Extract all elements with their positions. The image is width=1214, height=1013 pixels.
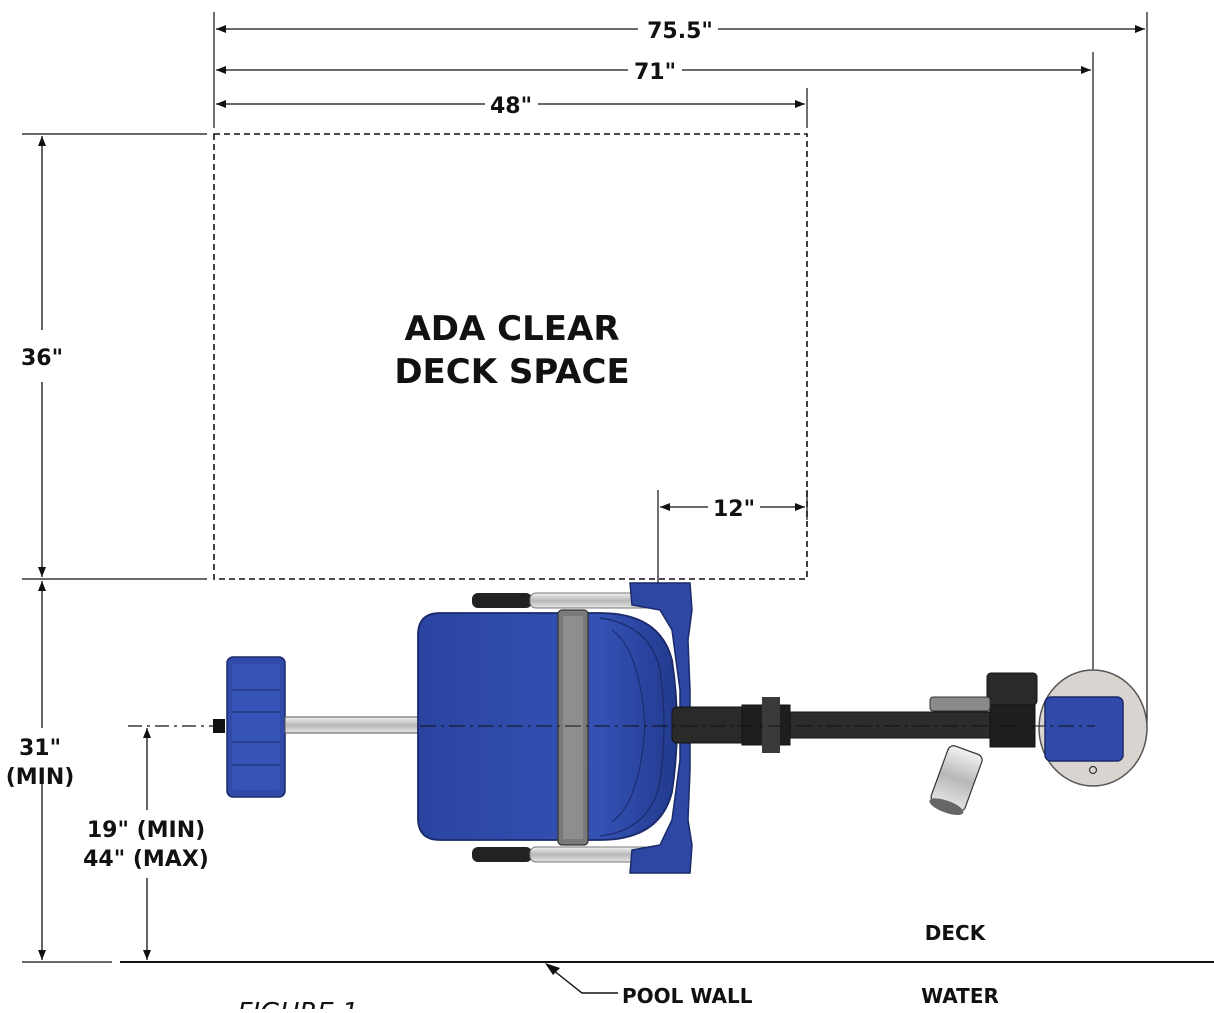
footrest-bar [284,716,421,734]
pool-lift-illustration [213,582,1148,874]
pool-wall: POOL WALL [120,961,1214,1008]
dim-lift-width: 71" [216,60,1091,85]
dim-44-max-label: 44" (MAX) [83,847,209,872]
dim-31-min-label: (MIN) [6,765,75,790]
dim-wall-to-space: 31" (MIN) [6,581,75,960]
dim-12-label: 12" [713,497,755,522]
ada-clear-deck-space: ADA CLEAR DECK SPACE [213,133,808,580]
dim-clear-depth: 36" [21,136,63,577]
dim-75-5-label: 75.5" [647,19,713,44]
dim-clear-width: 48" [216,94,805,119]
dim-31-label: 31" [19,736,61,761]
dim-seat-center: 19" (MIN) 44" (MAX) [83,728,209,960]
dim-overall-width: 75.5" [216,19,1145,44]
base-plate [1038,669,1148,787]
boom-arm [671,697,1036,753]
clear-space-label-line2: DECK SPACE [394,352,629,392]
clear-space-label-line1: ADA CLEAR [404,309,619,349]
footrest [213,656,286,798]
seat-frame [629,582,693,874]
actuator [929,672,1038,816]
dim-71-label: 71" [634,60,676,85]
dim-19-min-label: 19" (MIN) [87,818,205,843]
water-label: WATER [921,984,999,1008]
figure-caption: FIGURE 1 [237,998,358,1009]
seat-belt [557,609,589,846]
dim-48-label: 48" [490,94,532,119]
deck-label: DECK [925,921,987,945]
dim-offset-12: 12" [660,497,805,522]
dim-36-label: 36" [21,346,63,371]
pool-wall-label: POOL WALL [622,984,753,1008]
